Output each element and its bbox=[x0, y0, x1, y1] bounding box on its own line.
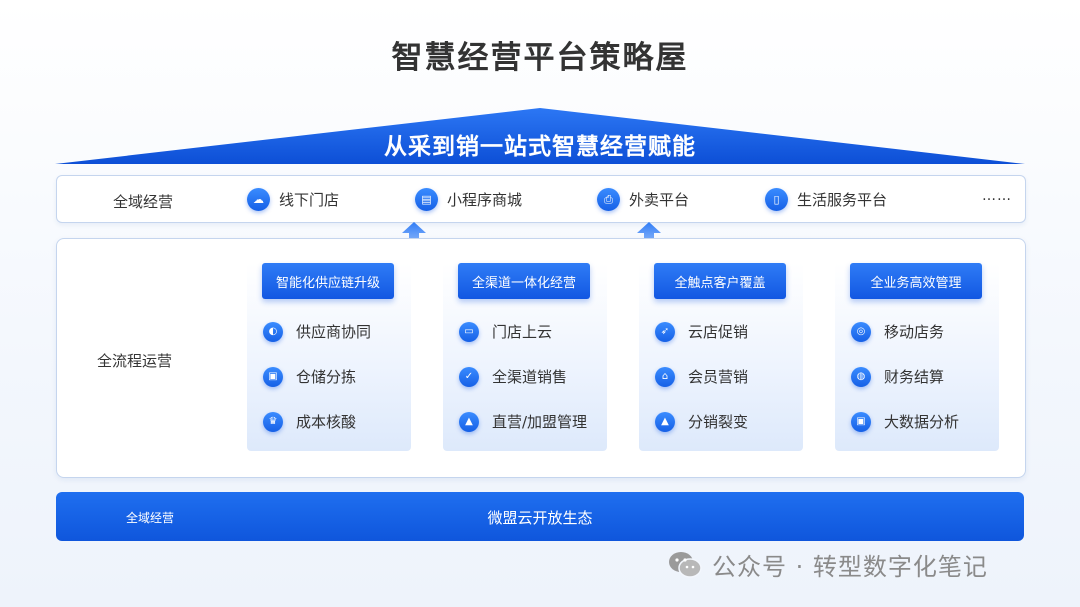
row-label: 全流程运营 bbox=[97, 352, 173, 370]
channel-takeaway: ⎙ 外卖平台 bbox=[597, 188, 689, 211]
pillar-item: ▣ 仓储分拣 bbox=[263, 366, 356, 387]
pillar-item-label: 全渠道销售 bbox=[492, 368, 568, 386]
pillar-item: ▭ 门店上云 bbox=[459, 321, 552, 342]
pillar-item-label: 直营/加盟管理 bbox=[492, 413, 588, 431]
pillar-header: 智能化供应链升级 bbox=[262, 263, 394, 299]
omnichannel-row: 全域经营 ☁ 线下门店 ▤ 小程序商城 ⎙ 外卖平台 ▯ 生活服务平台 …… bbox=[56, 175, 1026, 223]
pillar-item-label: 云店促销 bbox=[688, 323, 749, 341]
pillar-business-mgmt: 全业务高效管理 ◎ 移动店务 ◍ 财务结算 ▣ 大数据分析 bbox=[835, 263, 999, 451]
monitor-icon: ▣ bbox=[851, 411, 871, 432]
channel-life-service: ▯ 生活服务平台 bbox=[765, 188, 887, 211]
wallet-icon: ▣ bbox=[263, 366, 283, 387]
channel-label: 外卖平台 bbox=[629, 191, 690, 209]
pillar-item-label: 移动店务 bbox=[884, 323, 945, 341]
pillar-item-label: 仓储分拣 bbox=[296, 368, 357, 386]
roof-slogan: 从采到销一站式智慧经营赋能 bbox=[384, 133, 696, 160]
coin-icon: ◐ bbox=[263, 321, 283, 342]
pillar-item-label: 财务结算 bbox=[884, 368, 945, 386]
pillar-header: 全渠道一体化经营 bbox=[458, 263, 590, 299]
pillar-supply-chain: 智能化供应链升级 ◐ 供应商协同 ▣ 仓储分拣 ♛ 成本核酸 bbox=[247, 263, 411, 451]
pillar-item: ✓ 全渠道销售 bbox=[459, 366, 567, 387]
wechat-icon bbox=[669, 551, 702, 578]
crown-icon: ♛ bbox=[263, 411, 283, 432]
share-icon: ▲ bbox=[655, 411, 675, 432]
channel-offline-store: ☁ 线下门店 bbox=[247, 188, 339, 211]
up-arrow-icon bbox=[637, 222, 661, 250]
rocket-icon: ➶ bbox=[655, 321, 675, 342]
row-label: 全域经营 bbox=[113, 193, 174, 211]
pillar-header: 全业务高效管理 bbox=[850, 263, 982, 299]
watermark: 公众号 · 转型数字化笔记 bbox=[668, 547, 988, 582]
foundation-title: 微盟云开放生态 bbox=[487, 509, 593, 527]
storefront-icon: ▤ bbox=[415, 188, 438, 211]
foundation-left-label: 全域经营 bbox=[126, 511, 175, 525]
up-arrow-icon bbox=[402, 222, 426, 250]
pillar-item: ➶ 云店促销 bbox=[655, 321, 748, 342]
ecosystem-foundation: 全域经营 微盟云开放生态 bbox=[56, 492, 1024, 541]
pillar-item: ⌂ 会员营销 bbox=[655, 366, 748, 387]
cloud-icon: ☁ bbox=[247, 188, 270, 211]
pillar-omnichannel: 全渠道一体化经营 ▭ 门店上云 ✓ 全渠道销售 ▲ 直营/加盟管理 bbox=[443, 263, 607, 451]
pillar-item: ▲ 直营/加盟管理 bbox=[459, 411, 587, 432]
pillar-customer-touch: 全触点客户覆盖 ➶ 云店促销 ⌂ 会员营销 ▲ 分销裂变 bbox=[639, 263, 803, 451]
full-process-row: 全流程运营 智能化供应链升级 ◐ 供应商协同 ▣ 仓储分拣 ♛ 成本核酸 全渠道… bbox=[56, 238, 1026, 478]
pillar-item-label: 会员营销 bbox=[688, 368, 749, 386]
pillar-item: ◎ 移动店务 bbox=[851, 321, 944, 342]
pillar-item-label: 成本核酸 bbox=[296, 413, 357, 431]
channel-label: 小程序商城 bbox=[447, 191, 523, 209]
pillar-item: ◍ 财务结算 bbox=[851, 366, 944, 387]
gift-icon: ⌂ bbox=[655, 366, 675, 387]
channel-mini-program: ▤ 小程序商城 bbox=[415, 188, 522, 211]
pillar-item-label: 分销裂变 bbox=[688, 413, 749, 431]
pillar-item: ▲ 分销裂变 bbox=[655, 411, 748, 432]
channel-label: 线下门店 bbox=[279, 191, 340, 209]
pillar-item-label: 门店上云 bbox=[492, 323, 553, 341]
check-doc-icon: ✓ bbox=[459, 366, 479, 387]
roof-triangle bbox=[55, 108, 1025, 164]
clipboard-icon: ▯ bbox=[765, 188, 788, 211]
pillar-item: ▣ 大数据分析 bbox=[851, 411, 959, 432]
channel-label: 生活服务平台 bbox=[797, 191, 888, 209]
image-icon: ▲ bbox=[459, 411, 479, 432]
more-ellipsis: …… bbox=[982, 188, 1012, 204]
watermark-text: 公众号 · 转型数字化笔记 bbox=[712, 553, 988, 581]
printer-icon: ⎙ bbox=[597, 188, 620, 211]
folder-icon: ▭ bbox=[459, 321, 479, 342]
target-icon: ◎ bbox=[851, 321, 871, 342]
pillar-item: ♛ 成本核酸 bbox=[263, 411, 356, 432]
pillar-item: ◐ 供应商协同 bbox=[263, 321, 371, 342]
pillar-item-label: 供应商协同 bbox=[296, 323, 372, 341]
page-title: 智慧经营平台策略屋 bbox=[391, 40, 689, 76]
globe-icon: ◍ bbox=[851, 366, 871, 387]
pillar-item-label: 大数据分析 bbox=[884, 413, 960, 431]
pillar-header: 全触点客户覆盖 bbox=[654, 263, 786, 299]
